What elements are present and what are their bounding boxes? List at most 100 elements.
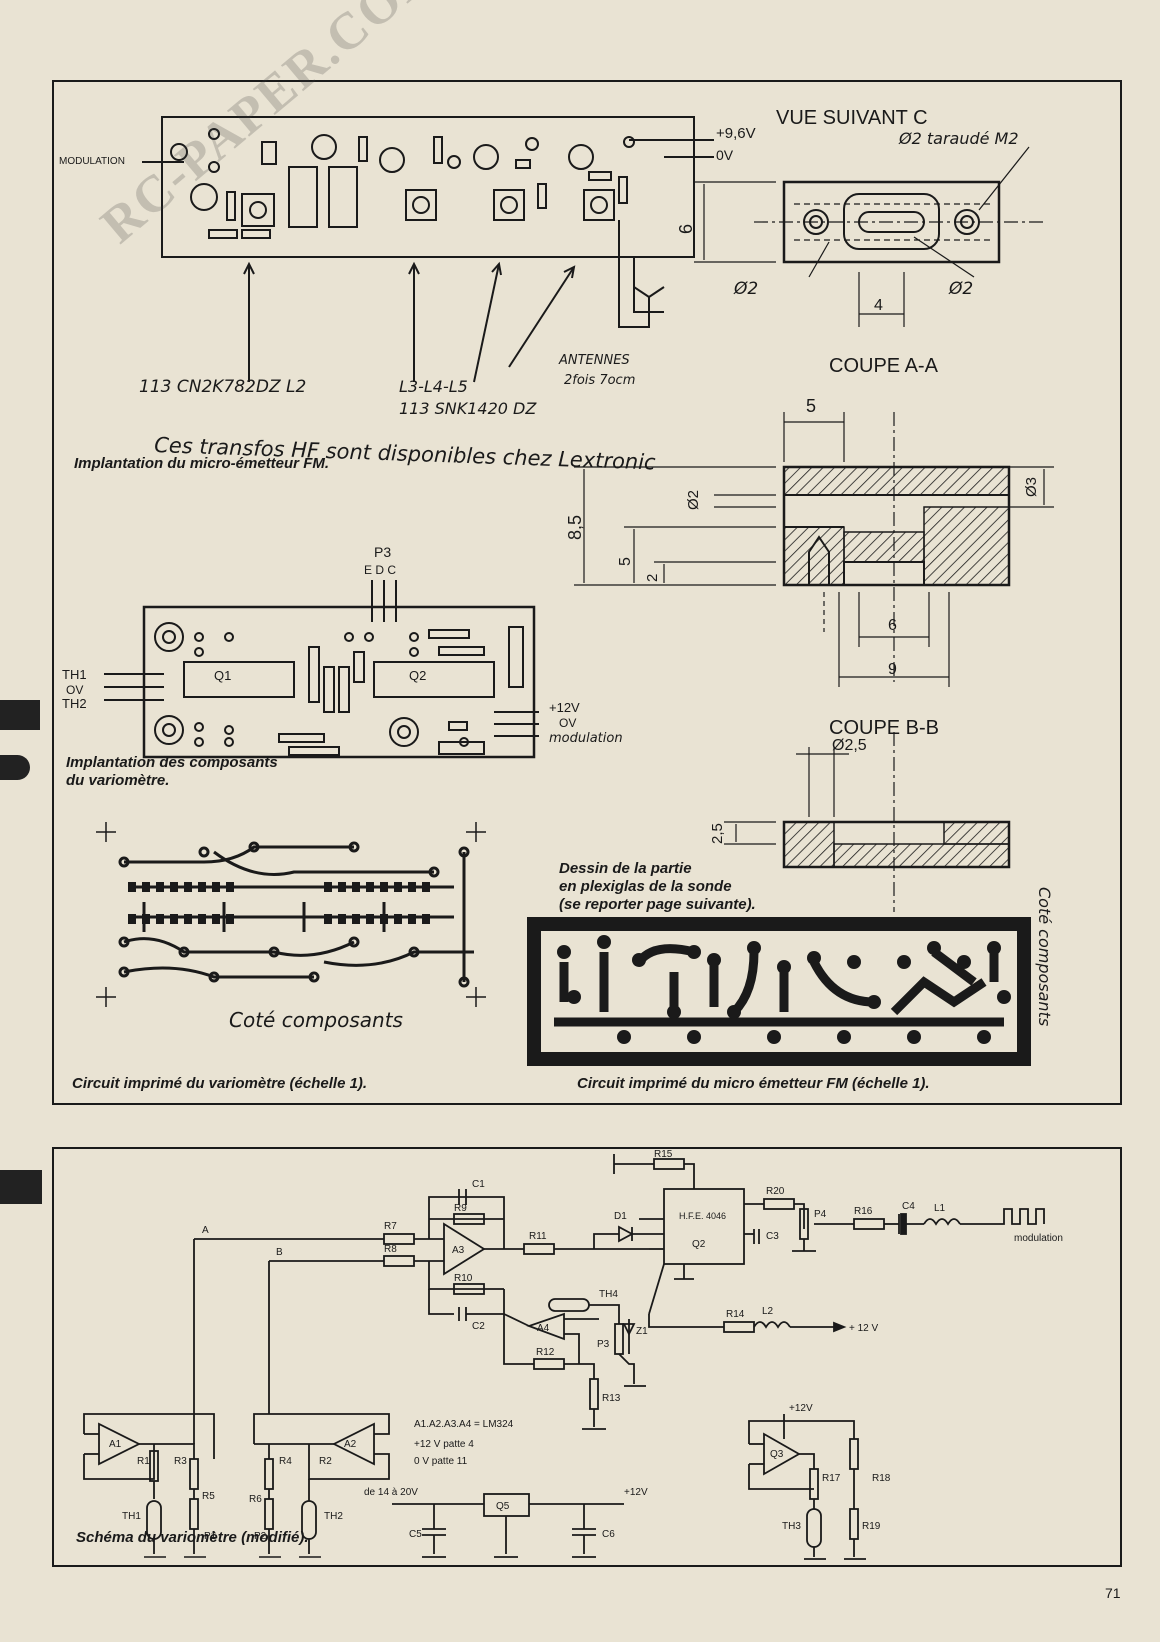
sch-p4: P4 [814, 1209, 827, 1220]
ic-q1 [183, 661, 295, 698]
sch-plus12: + 12 V [849, 1323, 879, 1334]
caption-vario-composants-1: Implantation des composants [66, 754, 278, 771]
opamp-a2 [331, 1422, 375, 1466]
fm-ref-l2: 113 CN2K782DZ L2 [139, 377, 306, 397]
sch-r6: R6 [249, 1494, 262, 1505]
caption-ci-micro: Circuit imprimé du micro émetteur FM (éc… [577, 1075, 930, 1092]
vue-dim-phi2-b: Ø2 [948, 279, 973, 299]
sch-c2: C2 [472, 1321, 485, 1332]
vario-ov2: OV [559, 716, 576, 730]
ic-4046 [663, 1188, 745, 1265]
fm-pcb-outline [527, 917, 1031, 1066]
vue-dim-phi2-a: Ø2 [733, 279, 758, 299]
sch-r12: R12 [536, 1347, 555, 1358]
coil-l2 [241, 193, 275, 227]
sch-th1: TH1 [122, 1511, 141, 1522]
ic-q2 [373, 661, 495, 698]
fm-ref-l345-b: 113 SNK1420 DZ [399, 399, 537, 418]
sch-q2: Q2 [692, 1239, 706, 1250]
sch-th3: TH3 [782, 1521, 801, 1532]
sch-label-a: A [202, 1225, 209, 1236]
opamp-a4 [526, 1312, 565, 1341]
vario-th2: TH2 [62, 696, 87, 711]
sch-r10: R10 [454, 1273, 473, 1284]
caption-plexiglas-3: (se reporter page suivante). [559, 896, 756, 913]
sch-c3: C3 [766, 1231, 779, 1242]
sch-c5: C5 [409, 1529, 422, 1540]
sch-modulation: modulation [1014, 1233, 1063, 1244]
scan-edge-mark [0, 1170, 42, 1204]
sch-label-b: B [276, 1247, 283, 1258]
sch-r5: R5 [202, 1491, 215, 1502]
opamp-a3 [443, 1222, 486, 1276]
sch-r9: R9 [454, 1203, 467, 1214]
sch-r3: R3 [174, 1456, 187, 1467]
pcb-vario-cote: Coté composants [229, 1008, 403, 1032]
caption-schema: Schéma du variomètre (modifié). [76, 1529, 309, 1546]
sch-l2: L2 [762, 1306, 774, 1317]
opamp-a1 [98, 1422, 142, 1466]
caption-plexiglas-2: en plexiglas de la sonde [559, 878, 732, 895]
scan-edge-mark [0, 700, 40, 730]
fm-antennes-a: ANTENNES [558, 353, 630, 368]
vario-pcb-rings [118, 841, 470, 988]
sch-r11: R11 [529, 1231, 547, 1242]
sch-plus12b: +12V [624, 1487, 648, 1498]
coupe-bb-dim-25: 2,5 [709, 823, 726, 844]
vue-title: VUE SUIVANT C [776, 107, 928, 129]
sch-d1: D1 [614, 1211, 627, 1222]
sch-th4: TH4 [599, 1289, 618, 1300]
sch-a1: A1 [109, 1439, 122, 1450]
sch-r7: R7 [384, 1221, 397, 1232]
coupe-bb-title: COUPE B-B [829, 717, 939, 739]
vario-edc: E D C [364, 563, 396, 577]
vario-board-outline [142, 605, 536, 759]
coupe-aa-dim-phi3: Ø3 [1023, 477, 1040, 497]
sch-r2: R2 [319, 1456, 332, 1467]
top-panel-drawing: MODULATION +9,6V 0V 113 CN2K782DZ L2 L3-… [59, 107, 1054, 1066]
coupe-aa-dim-phi2: Ø2 [685, 490, 702, 510]
scan-edge-mark [0, 755, 30, 780]
caption-vario-composants-2: du variomètre. [66, 772, 170, 789]
coupe-aa-dim-6: 6 [888, 617, 897, 634]
vue-dim-4: 4 [874, 297, 883, 314]
pcb-fm-cote: Coté composants [1035, 887, 1054, 1026]
sch-z1: Z1 [636, 1326, 648, 1337]
sch-a2: A2 [344, 1439, 357, 1450]
vario-plus12: +12V [549, 700, 580, 715]
sch-r13: R13 [602, 1393, 621, 1404]
capacitor-c3 [328, 166, 358, 228]
fm-board-outline [161, 116, 695, 258]
sch-p2: P2 [254, 1531, 267, 1542]
transistor-t1 [190, 183, 218, 211]
vue-taraude: Ø2 taraudé M2 [898, 129, 1019, 148]
sch-r17: R17 [822, 1473, 841, 1484]
vario-th1: TH1 [62, 667, 87, 682]
sch-r8: R8 [384, 1244, 397, 1255]
page-number: 71 [1105, 1585, 1121, 1601]
fm-label-modulation: MODULATION [59, 156, 125, 167]
coupe-aa-dim-85: 8,5 [565, 515, 585, 540]
sch-p1: P1 [204, 1531, 217, 1542]
vario-part-q2: Q2 [409, 668, 426, 683]
sch-r14: R14 [726, 1309, 745, 1320]
vario-pcb-pads [128, 882, 430, 924]
transistor-t4 [568, 144, 594, 170]
fm-label-plus9v: +9,6V [716, 125, 756, 142]
transistor-t2 [379, 147, 405, 173]
sch-r15: R15 [654, 1149, 673, 1160]
sch-note2: +12 V patte 4 [414, 1439, 474, 1450]
coupe-aa-dim-5b: 5 [617, 557, 634, 566]
vario-part-q1: Q1 [214, 668, 231, 683]
top-figure-panel: MODULATION +9,6V 0V 113 CN2K782DZ L2 L3-… [52, 80, 1122, 1105]
sch-de14: de 14 à 20V [364, 1487, 418, 1498]
sch-c4: C4 [902, 1201, 915, 1212]
sch-q5: Q5 [496, 1501, 510, 1512]
sch-ic: H.F.E. 4046 [679, 1211, 726, 1221]
sch-note3: 0 V patte 11 [414, 1456, 468, 1467]
caption-micro-emetteur: Implantation du micro-émetteur FM. [74, 455, 330, 472]
fm-label-0v: 0V [716, 147, 734, 163]
sch-r16: R16 [854, 1206, 873, 1217]
coupe-aa-dim-2: 2 [644, 574, 661, 582]
sch-c1: C1 [472, 1179, 485, 1190]
